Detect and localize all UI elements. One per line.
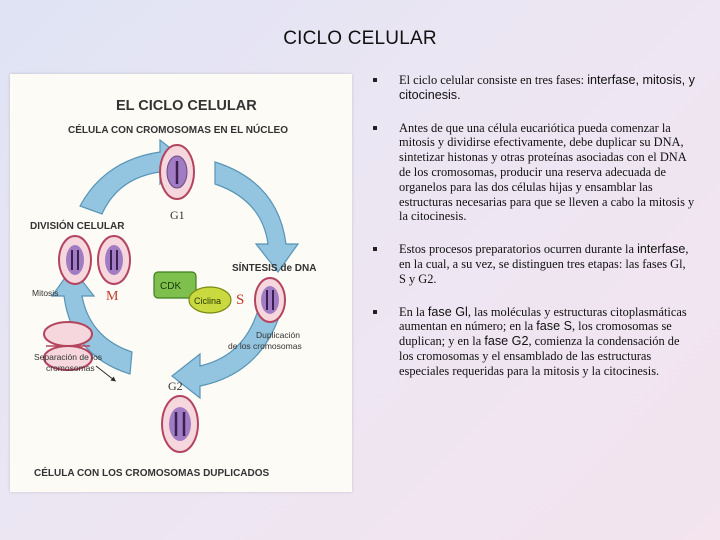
bullet-square-icon [373,125,377,130]
cell-separacion [43,321,93,371]
label-ciclina: Ciclina [194,296,221,306]
label-cdk: CDK [160,281,181,292]
bullet-item: Antes de que una célula eucariótica pued… [373,121,695,225]
label-separacion-2: cromosomas [46,363,95,373]
slide-title: CICLO CELULAR [283,28,437,49]
label-duplicacion-1: Duplicación [256,330,300,340]
bullet-square-icon [373,78,377,82]
arrow-bottom [171,309,281,400]
cell-cycle-figure: EL CICLO CELULAR CÉLULA CON CROMOSOMAS E… [10,74,352,492]
cell-s [254,277,286,323]
bullet-item: En la fase Gl, las moléculas y estructur… [373,305,695,379]
label-g1: G1 [170,208,185,222]
bullet-square-icon [373,247,377,252]
label-separacion-1: Separación de los [34,352,102,362]
cycle-arrows [50,138,300,400]
arrow-separacion-pointer [95,365,116,382]
bullet-item: El ciclo celular consiste en tres fases:… [373,73,695,103]
bullet-item: Estos procesos preparatorios ocurren dur… [373,242,695,286]
cell-g2 [161,395,199,453]
bullet-1-text-a: El ciclo celular consiste en tres fases: [399,73,588,87]
label-m: M [106,289,119,304]
cell-g1 [159,144,195,200]
bullet-4-text-c: , las moléculas y estructuras citoplasmá… [399,304,687,334]
bullet-1-text-b: interfase, mitosis, y citocinesis. [399,73,695,102]
label-sintesis: SÍNTESIS de DNA [232,261,316,274]
bullet-4-text-b: fase Gl [427,304,468,319]
bullet-2-text: Antes de que una célula eucariótica pued… [399,120,695,224]
arrow-right [214,161,300,274]
label-duplicacion-2: de los cromosomas [228,341,302,351]
label-g2: G2 [168,379,183,393]
cell-mitosis [58,235,131,285]
bullet-4-text-g: , comienza la condensación de los cromos… [399,334,680,378]
label-s: S [236,292,244,308]
cell-cycle-diagram: EL CICLO CELULAR CÉLULA CON CROMOSOMAS E… [10,74,352,492]
bullet-4-text-e: , los cromosomas se duplican; y en la [399,319,672,349]
bullet-3-text-b: interfase [637,242,686,257]
bullet-3-text-a: Estos procesos preparatorios ocurren dur… [399,242,638,257]
bullet-3-text-c: , en la cual, a su vez, se distinguen tr… [399,242,689,286]
bullet-list: El ciclo celular consiste en tres fases:… [373,73,695,397]
label-mitosis: Mitosis [32,288,58,298]
figure-subheading: CÉLULA CON CROMOSOMAS EN EL NÚCLEO [68,123,288,136]
figure-footer: CÉLULA CON LOS CROMOSOMAS DUPLICADOS [34,466,270,479]
cdk-ciclina-complex [153,271,232,314]
bullet-4-text-a: En la [399,304,428,319]
label-division: DIVISIÓN CELULAR [30,219,125,232]
bullet-4-text-d: fase S [536,319,572,334]
figure-heading: EL CICLO CELULAR [116,98,257,114]
bullet-4-text-f: fase G2 [484,334,529,349]
bullet-square-icon [373,309,377,314]
